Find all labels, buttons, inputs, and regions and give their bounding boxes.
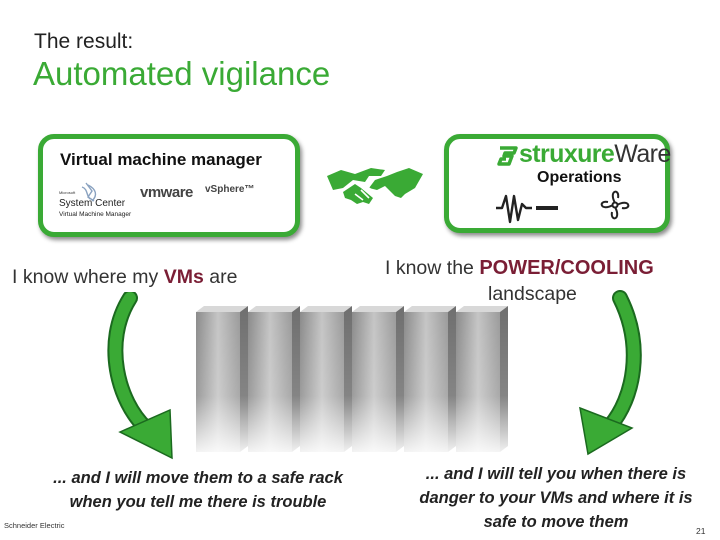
ware-text: Ware (614, 140, 671, 168)
handshake-icon (327, 168, 423, 204)
power-knowledge-statement: I know the POWER/COOLING (385, 257, 654, 280)
vm-action-statement: ... and I will move them to a safe rack … (40, 466, 356, 514)
sc-microsoft-text: Microsoft (59, 190, 76, 195)
vm-manager-label: Virtual machine manager (60, 150, 262, 169)
power-action-line-1: ... and I will tell you when there is (425, 465, 687, 483)
footer-company: Schneider Electric (4, 521, 65, 530)
vm-action-line-2: when you tell me there is trouble (69, 493, 327, 511)
pw-know-highlight: POWER/COOLING (479, 257, 654, 279)
vm-action-line-1: ... and I will move them to a safe rack (53, 469, 343, 487)
slide-subtitle: The result: (34, 30, 134, 53)
system-center-logo: Microsoft System Center Virtual Machine … (59, 182, 132, 218)
right-curved-arrow (579, 290, 642, 456)
pw-know-prefix: I know the (385, 257, 480, 279)
vm-manager-panel (38, 134, 300, 237)
vm-know-prefix: I know where my (12, 266, 164, 288)
power-action-line-2: danger to your VMs and where it is (419, 489, 693, 507)
sc-vmm-text: Virtual Machine Manager (59, 211, 132, 218)
struxureware-logo: struxureWare (519, 140, 671, 169)
sc-system-center-text: System Center (59, 198, 126, 209)
operations-label: Operations (537, 169, 622, 186)
left-curved-arrow (107, 292, 173, 460)
vsphere-text: vSphere™ (205, 184, 255, 195)
server-racks-illustration (192, 306, 522, 456)
power-knowledge-line-2: landscape (488, 283, 577, 305)
cooling-fan-icon (600, 190, 630, 220)
power-action-statement: ... and I will tell you when there is da… (396, 462, 716, 534)
vm-know-highlight: VMs (163, 266, 204, 288)
power-wave-icon (496, 194, 558, 224)
page-number: 21 (696, 526, 706, 536)
struxure-text: struxure (519, 140, 615, 168)
vmware-text: vmware (140, 184, 193, 201)
operations-panel (444, 134, 670, 233)
vmware-logo: vmware (140, 184, 193, 201)
vm-knowledge-statement: I know where my VMs are (12, 266, 237, 289)
slide-title: Automated vigilance (33, 55, 331, 92)
vm-know-suffix: are (203, 266, 238, 288)
power-action-line-3: safe to move them (483, 513, 629, 531)
struxureware-logo-icon (497, 146, 518, 166)
